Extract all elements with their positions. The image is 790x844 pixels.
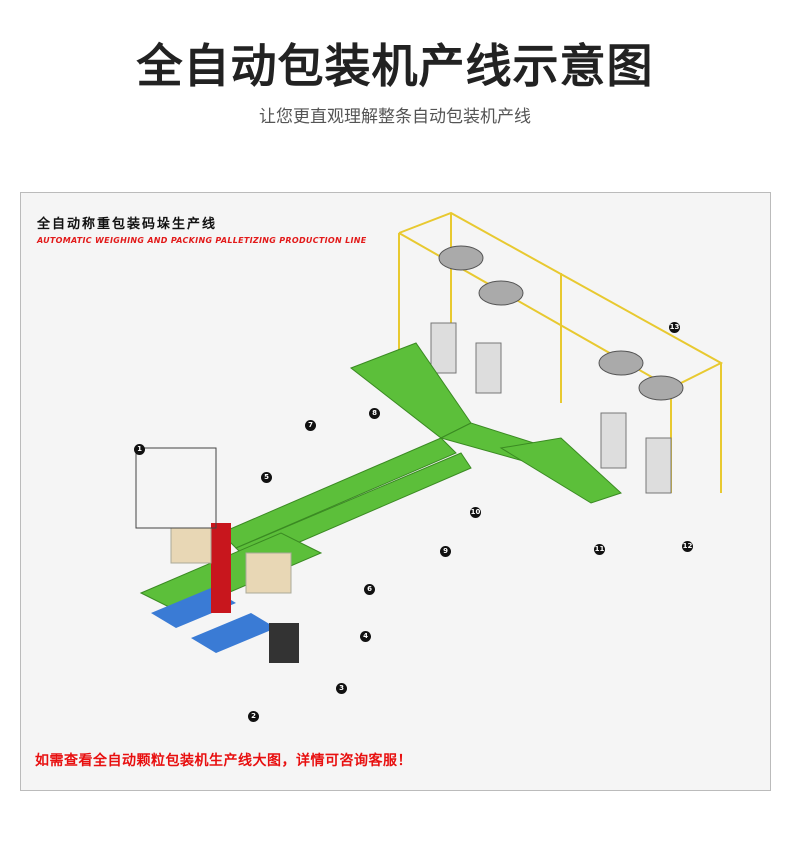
callout-1: 1 bbox=[134, 444, 145, 455]
callout-3: 3 bbox=[336, 683, 347, 694]
control-cabinet bbox=[269, 623, 299, 663]
callout-9: 9 bbox=[440, 546, 451, 557]
hoppers bbox=[438, 245, 684, 401]
production-line-diagram: 全自动称重包装码垛生产线 AUTOMATIC WEIGHING AND PACK… bbox=[20, 192, 771, 791]
diagram-title: 全自动称重包装码垛生产线 bbox=[37, 217, 218, 232]
bag-loader bbox=[135, 447, 217, 529]
page-title: 全自动包装机产线示意图 bbox=[136, 39, 654, 93]
callout-5: 5 bbox=[261, 472, 272, 483]
callout-13: 13 bbox=[669, 322, 680, 333]
callout-7: 7 bbox=[305, 420, 316, 431]
contact-note: 如需查看全自动颗粒包装机生产线大图，详情可咨询客服！ bbox=[35, 753, 412, 769]
pallet-stacks bbox=[170, 527, 292, 594]
callout-4: 4 bbox=[360, 631, 371, 642]
page-subtitle: 让您更直观理解整条自动包装机产线 bbox=[259, 107, 531, 127]
callout-11: 11 bbox=[594, 544, 605, 555]
callout-12: 12 bbox=[682, 541, 693, 552]
callout-2: 2 bbox=[248, 711, 259, 722]
palletizing-robot bbox=[211, 523, 231, 613]
callout-8: 8 bbox=[369, 408, 380, 419]
diagram-subtitle-en: AUTOMATIC WEIGHING AND PACKING PALLETIZI… bbox=[37, 236, 367, 245]
line-illustration bbox=[135, 211, 724, 663]
callout-10: 10 bbox=[470, 507, 481, 518]
packing-machines bbox=[430, 322, 672, 494]
callout-6: 6 bbox=[364, 584, 375, 595]
